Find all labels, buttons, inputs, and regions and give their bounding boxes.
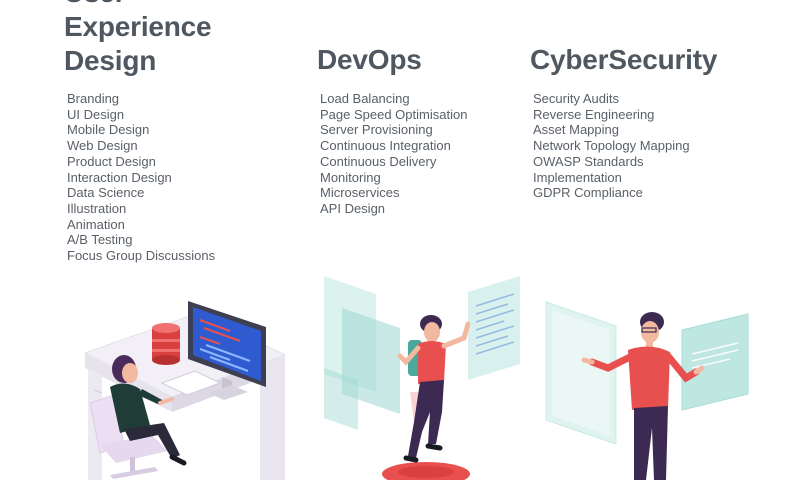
list-item: Monitoring — [320, 169, 381, 185]
designer-at-desk-illustration — [83, 301, 287, 480]
list-item: UI Design — [67, 106, 125, 122]
cybersecurity-heading: CyberSecurity — [530, 44, 718, 75]
devops-section: DevOps Load Balancing Page Speed Optimis… — [317, 0, 517, 220]
list-item: Asset Mapping — [533, 122, 619, 138]
list-item: Animation — [67, 216, 125, 232]
devops-services-list: Load Balancing Page Speed Optimisation S… — [320, 91, 467, 217]
cybersecurity-section: CyberSecurity Security Audits Reverse En… — [530, 0, 770, 210]
ux-design-section: User Experience Design Branding UI Desig… — [64, 0, 294, 270]
list-item: Load Balancing — [320, 91, 410, 106]
list-item: Interaction Design — [67, 169, 172, 185]
list-item: Branding — [67, 91, 120, 106]
security-analyst-illustration — [545, 301, 749, 480]
list-item: Focus Group Discussions — [67, 248, 216, 264]
list-item: Server Provisioning — [320, 122, 433, 138]
list-item: Illustration — [67, 200, 127, 216]
devops-heading: DevOps — [317, 44, 422, 75]
list-item: Data Science — [67, 185, 145, 201]
list-item: GDPR Compliance — [533, 185, 643, 201]
list-item: A/B Testing — [67, 232, 133, 248]
cybersecurity-services-list: Security Audits Reverse Engineering Asse… — [533, 91, 690, 201]
list-item: Mobile Design — [67, 122, 150, 138]
list-item: Web Design — [67, 138, 138, 154]
list-item: Microservices — [320, 185, 400, 201]
list-item: Page Speed Optimisation — [320, 106, 468, 122]
ux-heading-line-1: User — [64, 0, 126, 8]
ux-design-heading: User Experience Design — [64, 0, 212, 78]
ux-heading-line-3: Design — [64, 45, 157, 76]
list-item: API Design — [320, 200, 386, 216]
list-item: Continuous Delivery — [320, 153, 437, 169]
list-item: Continuous Integration — [320, 138, 451, 154]
ux-services-list: Branding UI Design Mobile Design Web Des… — [67, 91, 215, 264]
list-item: Implementation — [533, 169, 622, 185]
list-item: Network Topology Mapping — [533, 138, 690, 154]
devops-developer-illustration — [324, 276, 520, 480]
list-item: Security Audits — [533, 91, 619, 106]
list-item: OWASP Standards — [533, 153, 644, 169]
ux-heading-line-2: Experience — [64, 11, 212, 42]
list-item: Product Design — [67, 153, 156, 169]
list-item: Reverse Engineering — [533, 106, 655, 122]
